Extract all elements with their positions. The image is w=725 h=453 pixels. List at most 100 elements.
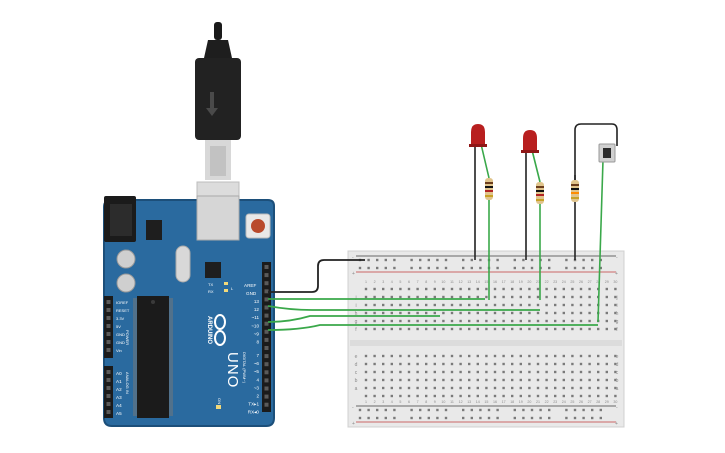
header-pin[interactable] (264, 394, 269, 399)
breadboard-hole[interactable] (373, 354, 376, 358)
breadboard-hole[interactable] (528, 303, 531, 307)
breadboard-hole[interactable] (459, 311, 462, 315)
breadboard-hole[interactable] (407, 327, 411, 331)
breadboard-hole[interactable] (579, 386, 583, 390)
breadboard-hole[interactable] (519, 394, 522, 398)
breadboard-hole[interactable] (476, 370, 479, 374)
header-pin[interactable] (106, 332, 111, 336)
breadboard-hole[interactable] (597, 378, 600, 382)
breadboard-hole[interactable] (468, 287, 471, 291)
breadboard-hole[interactable] (485, 362, 488, 366)
breadboard-hole[interactable] (536, 311, 540, 315)
breadboard-hole[interactable] (588, 378, 591, 382)
breadboard-hole[interactable] (468, 327, 471, 331)
rail-hole[interactable] (573, 416, 577, 420)
rail-hole[interactable] (496, 258, 499, 262)
breadboard-hole[interactable] (519, 362, 522, 366)
breadboard-hole[interactable] (382, 394, 385, 398)
rail-hole[interactable] (591, 416, 594, 420)
breadboard-hole[interactable] (562, 311, 565, 315)
breadboard-hole[interactable] (511, 327, 514, 331)
breadboard-hole[interactable] (502, 378, 505, 382)
breadboard-hole[interactable] (485, 370, 488, 374)
header-pin[interactable] (106, 370, 111, 374)
breadboard-hole[interactable] (390, 394, 393, 398)
breadboard-hole[interactable] (605, 394, 608, 398)
rail-hole[interactable] (599, 266, 602, 270)
rail-hole[interactable] (565, 416, 568, 420)
breadboard-hole[interactable] (442, 303, 445, 307)
breadboard-hole[interactable] (390, 378, 393, 382)
breadboard-hole[interactable] (502, 311, 505, 315)
breadboard-hole[interactable] (476, 394, 479, 398)
breadboard-hole[interactable] (511, 295, 514, 299)
rail-hole[interactable] (384, 416, 387, 420)
breadboard-hole[interactable] (536, 319, 540, 323)
breadboard-hole[interactable] (399, 370, 402, 374)
breadboard-hole[interactable] (493, 319, 497, 323)
breadboard-hole[interactable] (562, 287, 565, 291)
rail-hole[interactable] (410, 258, 413, 262)
breadboard-hole[interactable] (554, 394, 557, 398)
breadboard-hole[interactable] (390, 311, 393, 315)
breadboard-hole[interactable] (519, 319, 522, 323)
breadboard-hole[interactable] (554, 295, 557, 299)
rail-hole[interactable] (479, 258, 482, 262)
breadboard-hole[interactable] (450, 303, 454, 307)
resistor-1[interactable] (485, 178, 493, 300)
rail-hole[interactable] (367, 408, 370, 412)
header-pin[interactable] (264, 346, 269, 350)
breadboard-hole[interactable] (399, 311, 402, 315)
breadboard-hole[interactable] (468, 354, 471, 358)
breadboard-hole[interactable] (485, 319, 488, 323)
rail-hole[interactable] (565, 258, 568, 262)
rail-hole[interactable] (367, 416, 370, 420)
breadboard-hole[interactable] (485, 287, 488, 291)
resistor-2[interactable] (536, 182, 544, 300)
rail-hole[interactable] (444, 266, 448, 270)
breadboard-hole[interactable] (579, 295, 583, 299)
breadboard-hole[interactable] (442, 319, 445, 323)
breadboard-hole[interactable] (485, 295, 488, 299)
rail-hole[interactable] (522, 258, 525, 262)
breadboard-hole[interactable] (528, 378, 531, 382)
breadboard-hole[interactable] (442, 362, 445, 366)
breadboard-hole[interactable] (425, 287, 428, 291)
breadboard-hole[interactable] (614, 362, 617, 366)
breadboard-hole[interactable] (459, 378, 462, 382)
resistor-3[interactable] (571, 175, 579, 260)
breadboard-hole[interactable] (493, 386, 497, 390)
breadboard-hole[interactable] (468, 386, 471, 390)
breadboard-hole[interactable] (579, 370, 583, 374)
rail-hole[interactable] (358, 408, 362, 412)
breadboard-hole[interactable] (511, 370, 514, 374)
rail-hole[interactable] (384, 258, 387, 262)
breadboard-hole[interactable] (407, 354, 411, 358)
breadboard-hole[interactable] (588, 295, 591, 299)
breadboard-hole[interactable] (364, 378, 368, 382)
breadboard-hole[interactable] (373, 370, 376, 374)
breadboard-hole[interactable] (554, 386, 557, 390)
breadboard-hole[interactable] (442, 327, 445, 331)
breadboard-hole[interactable] (528, 319, 531, 323)
breadboard-hole[interactable] (373, 378, 376, 382)
breadboard-hole[interactable] (433, 287, 436, 291)
header-pin[interactable] (264, 354, 269, 359)
breadboard-hole[interactable] (502, 287, 505, 291)
breadboard-hole[interactable] (605, 327, 608, 331)
header-pin[interactable] (264, 402, 269, 407)
breadboard-hole[interactable] (485, 311, 488, 315)
breadboard-hole[interactable] (425, 386, 428, 390)
rail-hole[interactable] (522, 408, 525, 412)
breadboard-hole[interactable] (433, 311, 436, 315)
breadboard-hole[interactable] (450, 370, 454, 374)
breadboard-hole[interactable] (407, 287, 411, 291)
breadboard-hole[interactable] (536, 287, 540, 291)
breadboard-hole[interactable] (459, 386, 462, 390)
breadboard-hole[interactable] (442, 370, 445, 374)
breadboard-hole[interactable] (433, 295, 436, 299)
breadboard-hole[interactable] (416, 295, 419, 299)
breadboard-hole[interactable] (511, 319, 514, 323)
breadboard-hole[interactable] (399, 362, 402, 366)
rail-hole[interactable] (376, 258, 379, 262)
